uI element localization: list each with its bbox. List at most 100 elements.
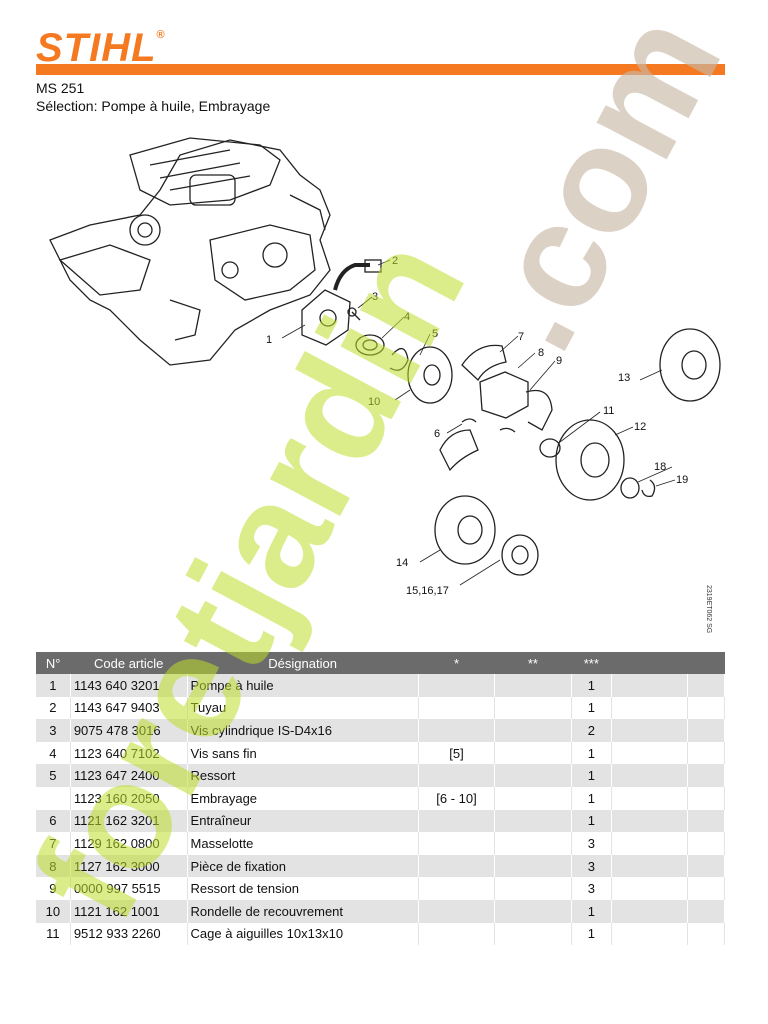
callout-1: 1 [266, 334, 272, 346]
col-header-number: N° [36, 652, 71, 674]
cell-star2 [494, 696, 572, 720]
part-clutch-drum-right [659, 328, 721, 402]
cell-number: 3 [36, 719, 71, 742]
cell-star2 [494, 854, 572, 878]
cell-number: 5 [36, 764, 71, 787]
cell-star2 [494, 674, 572, 697]
callout-9: 9 [556, 355, 562, 367]
cell-code: 1121 162 3201 [70, 809, 188, 833]
cell-star1 [418, 899, 496, 923]
cell-empty [611, 719, 689, 742]
cell-empty [611, 899, 689, 923]
cell-code: 1123 647 2400 [70, 764, 188, 787]
cell-quantity: 1 [571, 922, 613, 946]
cell-quantity: 1 [571, 696, 613, 720]
cell-empty [611, 674, 689, 697]
cell-number: 2 [36, 696, 71, 720]
callout-8: 8 [538, 347, 544, 359]
cell-quantity: 2 [571, 719, 613, 742]
cell-designation: Cage à aiguilles 10x13x10 [187, 922, 419, 946]
callout-13: 13 [618, 372, 630, 384]
part-worm [355, 334, 385, 356]
cell-number: 11 [36, 922, 71, 946]
callout-6: 6 [434, 428, 440, 440]
cell-number: 7 [36, 832, 71, 855]
cell-star1: [5] [418, 741, 496, 765]
cell-star1 [418, 854, 496, 878]
cell-quantity: 3 [571, 877, 613, 900]
callout-3: 3 [372, 291, 378, 303]
cell-number: 8 [36, 854, 71, 878]
callout-2: 2 [392, 255, 398, 267]
cell-empty [687, 899, 725, 923]
part-cover-washer [407, 346, 453, 404]
cell-designation: Embrayage [187, 786, 419, 810]
cell-empty [687, 877, 725, 900]
cell-designation: Ressort de tension [187, 877, 419, 900]
cell-star2 [494, 899, 572, 923]
drawing-reference: 2319ET062 SG [705, 585, 712, 634]
cell-star2 [494, 832, 572, 855]
col-header-star1: * [418, 652, 495, 674]
part-spring [389, 348, 409, 371]
cell-star1: [6 - 10] [418, 786, 496, 810]
cell-empty [687, 764, 725, 787]
cell-designation: Pièce de fixation [187, 854, 419, 878]
cell-star1 [418, 696, 496, 720]
cell-empty [611, 877, 689, 900]
cell-star2 [494, 764, 572, 787]
stihl-logo: STIHL® [36, 26, 166, 70]
cell-empty [611, 854, 689, 878]
cell-number [36, 786, 71, 810]
cell-designation: Masselotte [187, 832, 419, 855]
col-header-empty [687, 652, 725, 674]
cell-empty [611, 832, 689, 855]
cell-number: 9 [36, 877, 71, 900]
cell-code: 1143 640 3201 [70, 674, 188, 697]
part-needle-cage [539, 438, 561, 458]
cell-star1 [418, 719, 496, 742]
callout-18: 18 [654, 461, 666, 473]
cell-empty [687, 696, 725, 720]
cell-number: 1 [36, 674, 71, 697]
cell-star1 [418, 832, 496, 855]
cell-empty [687, 741, 725, 765]
header-divider-bar [36, 64, 725, 75]
col-header-empty [611, 652, 688, 674]
part-clutch-drum-large [555, 419, 625, 501]
cell-number: 10 [36, 899, 71, 923]
exploded-parts-diagram: 1 2 3 4 5 6 7 8 9 10 11 12 13 14 15,16,1… [30, 130, 730, 630]
cell-code: 1121 162 1001 [70, 899, 188, 923]
part-oil-pump [301, 289, 351, 346]
cell-empty [687, 854, 725, 878]
cell-empty [687, 719, 725, 742]
part-hose [333, 259, 382, 291]
cell-code: 9075 478 3016 [70, 719, 188, 742]
col-header-designation: Désignation [187, 652, 419, 674]
cell-code: 9512 933 2260 [70, 922, 188, 946]
cell-designation: Vis cylindrique IS-D4x16 [187, 719, 419, 742]
cell-empty [687, 786, 725, 810]
cell-quantity: 1 [571, 674, 613, 697]
cell-designation: Ressort [187, 764, 419, 787]
cell-star2 [494, 786, 572, 810]
cell-designation: Entraîneur [187, 809, 419, 833]
cell-star1 [418, 764, 496, 787]
callout-19: 19 [676, 474, 688, 486]
callout-10: 10 [368, 396, 380, 408]
cell-empty [687, 832, 725, 855]
col-header-star2: ** [494, 652, 571, 674]
cell-star1 [418, 877, 496, 900]
cell-designation: Tuyau [187, 696, 419, 720]
